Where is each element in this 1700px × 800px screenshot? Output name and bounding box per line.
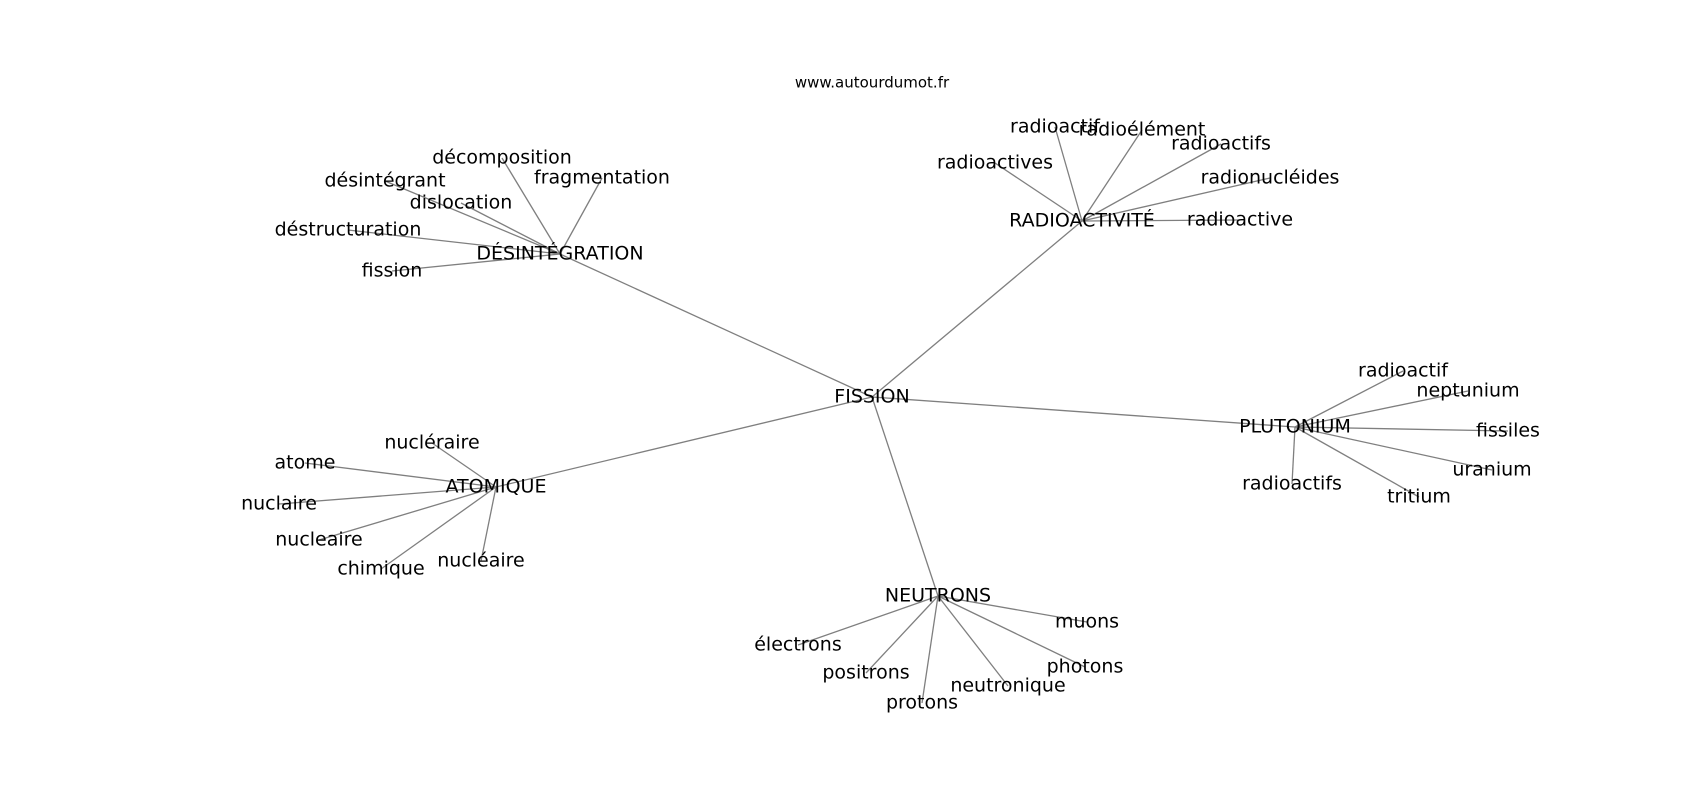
edge-hub-leaf xyxy=(921,595,939,704)
edge-hub-leaf xyxy=(1291,426,1296,485)
leaf-node-label: neptunium xyxy=(1416,380,1519,402)
edge-hub-leaf xyxy=(937,595,1009,687)
edge-hub-leaf xyxy=(278,486,497,505)
leaf-node-label: nuclaire xyxy=(241,493,317,515)
edge-hub-leaf xyxy=(1081,177,1271,222)
edge-hub-leaf xyxy=(1054,126,1083,222)
edge-hub-leaf xyxy=(347,229,561,255)
edge-center-hub xyxy=(559,253,873,398)
edge-hub-leaf xyxy=(559,177,603,255)
edge-center-hub xyxy=(871,396,939,597)
leaf-node-label: nucléaire xyxy=(437,550,525,572)
hub-node-label: PLUTONIUM xyxy=(1239,416,1351,438)
labels-layer: www.autourdumot.fr FISSIONdécompositiond… xyxy=(241,74,1540,714)
leaf-node-label: neutronique xyxy=(950,675,1065,697)
leaf-node-label: radioactif xyxy=(1358,360,1449,382)
source-label: www.autourdumot.fr xyxy=(795,74,950,92)
leaf-node-label: dislocation xyxy=(410,192,513,214)
edge-hub-leaf xyxy=(391,253,561,272)
edges-layer xyxy=(278,126,1509,704)
edge-center-hub xyxy=(871,396,1296,428)
edge-hub-leaf xyxy=(480,486,497,562)
leaf-node-label: chimique xyxy=(337,558,424,580)
edge-hub-leaf xyxy=(1294,426,1493,471)
edge-hub-leaf xyxy=(1294,370,1404,428)
leaf-node-label: nucleaire xyxy=(275,529,363,551)
edge-center-hub xyxy=(495,396,873,488)
leaf-node-label: radioactives xyxy=(937,152,1053,174)
leaf-node-label: radioactifs xyxy=(1242,473,1342,495)
leaf-node-label: électrons xyxy=(754,634,842,656)
edge-hub-leaf xyxy=(1081,219,1241,222)
edge-hub-leaf xyxy=(1294,426,1420,498)
leaf-node-label: fission xyxy=(362,260,423,282)
leaf-node-label: protons xyxy=(886,692,958,714)
leaf-node-label: radioélément xyxy=(1079,119,1206,141)
edge-hub-leaf xyxy=(460,202,561,255)
hub-node-label: ATOMIQUE xyxy=(446,476,547,498)
leaf-node-label: nucléraire xyxy=(384,432,479,454)
edge-hub-leaf xyxy=(797,595,939,646)
leaf-node-label: radioactifs xyxy=(1171,133,1271,155)
leaf-node-label: fissiles xyxy=(1476,420,1540,442)
leaf-node-label: radioactive xyxy=(1187,209,1293,231)
leaf-node-label: uranium xyxy=(1452,459,1531,481)
leaf-node-label: tritium xyxy=(1387,486,1451,508)
edge-hub-leaf xyxy=(380,486,497,570)
leaf-node-label: fragmentation xyxy=(534,167,670,189)
edge-hub-leaf xyxy=(937,595,1086,668)
edge-hub-leaf xyxy=(501,157,561,255)
leaf-node-label: photons xyxy=(1047,656,1124,678)
edge-hub-leaf xyxy=(1081,143,1222,222)
edge-hub-leaf xyxy=(994,162,1083,222)
leaf-node-label: muons xyxy=(1055,611,1119,633)
edge-hub-leaf xyxy=(1294,390,1469,428)
edge-hub-leaf xyxy=(1081,129,1143,222)
leaf-node-label: positrons xyxy=(822,662,909,684)
edge-hub-leaf xyxy=(318,486,497,541)
edge-hub-leaf xyxy=(937,595,1088,623)
hub-node-label: RADIOACTIVITÉ xyxy=(1009,209,1155,232)
edge-hub-leaf xyxy=(865,595,939,674)
leaf-node-label: radioactif xyxy=(1010,116,1101,138)
leaf-node-label: atome xyxy=(275,452,336,474)
leaf-node-label: radionucléides xyxy=(1201,167,1340,189)
center-node-label: FISSION xyxy=(834,386,909,408)
hub-node-label: DÉSINTÉGRATION xyxy=(476,242,643,265)
edge-hub-leaf xyxy=(304,462,497,488)
edge-hub-leaf xyxy=(431,442,497,488)
leaf-node-label: décomposition xyxy=(432,147,572,169)
leaf-node-label: désintégrant xyxy=(324,170,445,192)
edge-hub-leaf xyxy=(1294,426,1509,432)
edge-hub-leaf xyxy=(384,180,561,255)
leaf-node-label: déstructuration xyxy=(275,219,422,241)
hub-node-label: NEUTRONS xyxy=(885,585,991,607)
edge-center-hub xyxy=(871,220,1083,398)
